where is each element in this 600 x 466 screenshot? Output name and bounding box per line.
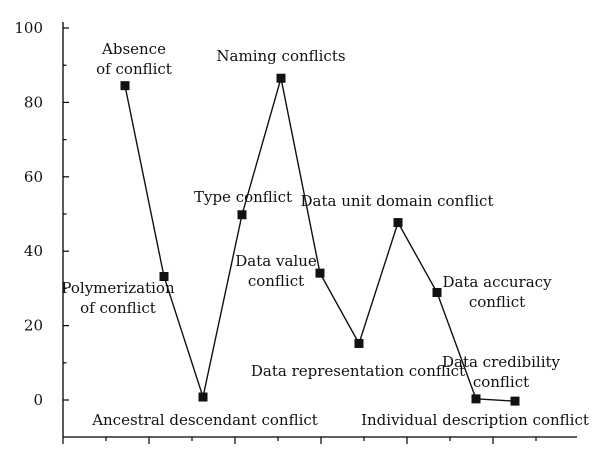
data-point-marker <box>276 73 286 83</box>
y-tick-label: 40 <box>24 242 43 260</box>
point-annotation: Data credibility <box>442 353 561 371</box>
data-point-marker <box>120 81 130 91</box>
x-axis-ticks <box>62 437 537 444</box>
point-annotation: Polymerization <box>61 279 175 297</box>
y-tick-label: 20 <box>24 317 43 335</box>
point-annotation: Naming conflicts <box>216 47 345 65</box>
data-point-marker <box>315 268 325 278</box>
data-point-marker <box>354 338 364 348</box>
data-point-marker <box>510 396 520 406</box>
y-tick-label: 100 <box>14 19 43 37</box>
point-annotation: Absence <box>101 40 166 58</box>
data-point-marker <box>198 392 208 402</box>
data-point-marker <box>159 271 169 281</box>
point-annotation: conflict <box>469 293 525 311</box>
point-annotation: of conflict <box>80 299 156 317</box>
point-annotation: Data accuracy <box>442 273 552 291</box>
point-annotation: Ancestral descendant conflict <box>91 411 318 429</box>
point-annotation: Data representation conflict <box>251 362 465 380</box>
series-markers <box>120 73 520 406</box>
y-axis-ticks: 0 20 40 60 80 100 <box>14 19 69 409</box>
point-annotation: of conflict <box>96 60 172 78</box>
point-annotation: Type conflict <box>194 188 292 206</box>
point-annotation: conflict <box>473 373 529 391</box>
y-tick-label: 60 <box>24 168 43 186</box>
data-point-marker <box>393 218 403 228</box>
data-point-marker <box>432 287 442 297</box>
point-annotation: Data unit domain conflict <box>301 192 494 210</box>
y-tick-label: 80 <box>24 93 43 111</box>
data-point-marker <box>471 394 481 404</box>
point-annotation: Individual description conflict <box>361 411 589 429</box>
point-annotation: conflict <box>248 272 304 290</box>
data-point-marker <box>237 210 247 220</box>
y-tick-label: 0 <box>33 391 43 409</box>
point-annotation: Data value <box>235 252 317 270</box>
